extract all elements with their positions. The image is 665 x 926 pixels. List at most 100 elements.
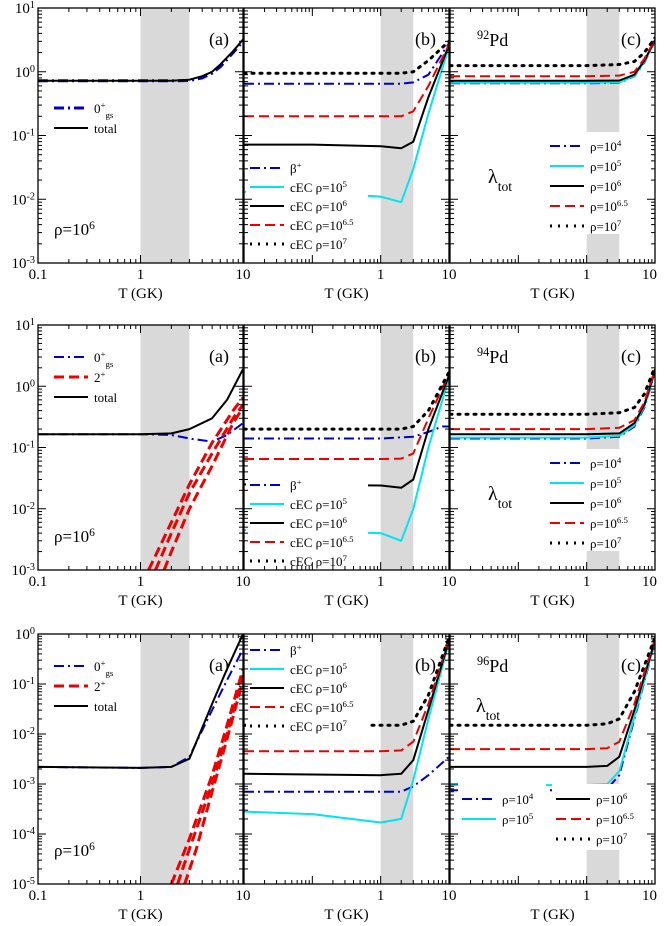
x-axis-label: T (GK): [118, 286, 162, 302]
legend-label: 0+gs: [94, 658, 114, 678]
x-axis-label: T (GK): [324, 907, 368, 923]
legend-label: cEC ρ=106.5: [290, 534, 354, 550]
legend-box: [246, 154, 368, 251]
x-tick-label: 10: [236, 267, 251, 283]
series-line-4: [244, 370, 449, 431]
legend-label: ρ=106: [590, 178, 622, 194]
series-line-2: [244, 375, 449, 489]
legend-box: [546, 449, 644, 551]
nucleus-label: 94Pd: [477, 345, 508, 367]
legend-label: ρ=105: [590, 158, 622, 174]
x-tick-label: 10: [236, 888, 251, 904]
legend-label: cEC ρ=107: [290, 236, 347, 252]
legend-label: ρ=105: [590, 475, 622, 491]
panel-label: (b): [415, 655, 436, 676]
series-line-2: [162, 406, 243, 570]
legend-box: [246, 471, 368, 568]
legend-label: cEC ρ=105: [290, 661, 347, 677]
legend-label: 0+gs: [94, 349, 114, 369]
series-line-0: [244, 756, 449, 793]
series-line-4: [450, 36, 655, 68]
legend-label: cEC ρ=105: [290, 179, 347, 195]
legend-label: cEC ρ=106.5: [290, 699, 354, 715]
panel-label: (c): [621, 29, 641, 50]
series-line-3: [244, 638, 449, 753]
series-line-2: [244, 44, 449, 150]
x-axis-label: T (GK): [530, 286, 574, 302]
panel-label: (a): [209, 29, 229, 50]
legend-box: [552, 784, 652, 850]
x-tick-label: 0.1: [29, 888, 48, 904]
legend-box: [50, 652, 132, 714]
legend-label: ρ=104: [590, 455, 622, 471]
series-line-3: [450, 638, 655, 751]
x-tick-label: 10: [642, 574, 657, 590]
y-tick-label: 10-1: [12, 127, 36, 145]
x-axis-label: T (GK): [530, 907, 574, 923]
y-tick-label: 101: [15, 0, 35, 17]
y-tick-label: 10-2: [12, 726, 36, 744]
legend-label: total: [94, 121, 117, 136]
legend-box: [50, 343, 132, 405]
legend-label: ρ=106: [596, 791, 628, 807]
y-tick-label: 10-1: [12, 676, 36, 694]
series-line-1: [176, 674, 243, 884]
x-tick-label: 1: [137, 574, 145, 590]
series-line-3: [244, 373, 449, 460]
series-line-1: [154, 403, 243, 570]
series-line-3: [450, 368, 655, 431]
x-tick-label: 1: [583, 574, 591, 590]
y-tick-label: 10-4: [12, 826, 36, 844]
legend-box: [246, 636, 368, 733]
y-tick-label: 10-2: [12, 191, 36, 209]
x-tick-label: 10: [642, 888, 657, 904]
legend-box: [50, 94, 132, 136]
x-tick-label: 1: [583, 888, 591, 904]
legend-box: [458, 784, 546, 830]
x-tick-label: 10: [442, 888, 457, 904]
plot-frame: [449, 633, 656, 885]
panel-label: (a): [209, 346, 229, 367]
y-tick-label: 10-3: [12, 255, 36, 273]
x-tick-label: 0.1: [29, 574, 48, 590]
y-tick-label: 101: [15, 317, 35, 335]
legend-label: cEC ρ=107: [290, 553, 347, 569]
series-line-2: [244, 639, 449, 777]
plot-frame: [243, 633, 450, 885]
series-line-3: [450, 39, 655, 78]
x-axis-label: T (GK): [324, 286, 368, 302]
series-line-2: [450, 639, 655, 768]
y-tick-label: 100: [15, 626, 35, 644]
series-line-3: [147, 396, 243, 570]
legend-label: 2+: [94, 369, 106, 385]
shaded-band: [140, 8, 190, 263]
y-tick-label: 100: [15, 378, 35, 396]
legend-label: total: [94, 390, 117, 405]
x-axis-label: T (GK): [530, 593, 574, 609]
legend-label: ρ=106.5: [590, 198, 628, 214]
legend-label: ρ=106.5: [596, 811, 634, 827]
series-line-4: [38, 634, 243, 769]
y-tick-label: 10-1: [12, 439, 36, 457]
x-tick-label: 1: [377, 574, 385, 590]
series-line-4: [450, 365, 655, 416]
legend-label: ρ=107: [590, 218, 622, 234]
series-line-4: [38, 368, 243, 436]
legend-label: ρ=105: [502, 811, 534, 827]
x-tick-label: 1: [377, 888, 385, 904]
lambda-label: λtot: [488, 166, 512, 194]
x-tick-label: 10: [442, 574, 457, 590]
series-line-2: [450, 370, 655, 436]
panel-label: (b): [415, 29, 436, 50]
x-axis-label: T (GK): [118, 907, 162, 923]
density-annotation: ρ=106: [54, 840, 95, 861]
series-line-0: [244, 425, 449, 440]
x-tick-label: 10: [442, 267, 457, 283]
legend-label: β+: [290, 160, 302, 176]
